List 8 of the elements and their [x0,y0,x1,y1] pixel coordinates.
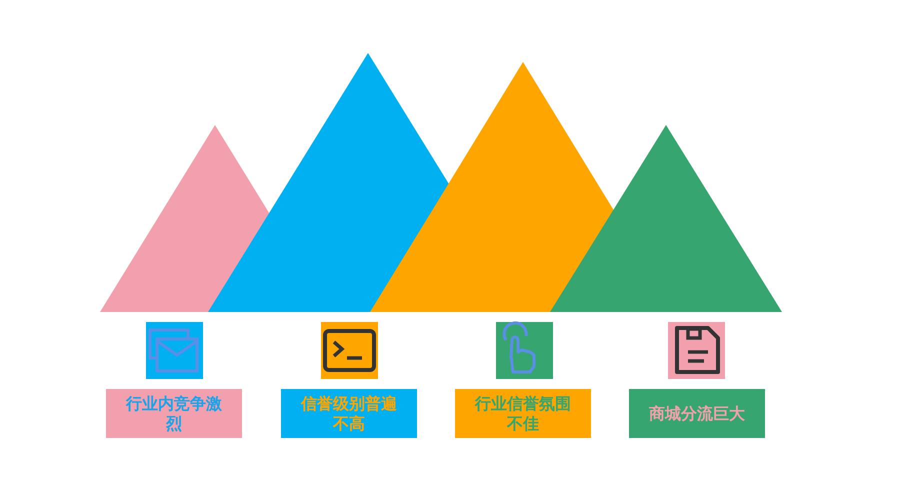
label-box [281,389,417,438]
label-box [455,389,591,438]
label-text: 行业信誉氛围不佳 [474,394,572,434]
label-box [106,389,242,438]
label-text: 行业内竞争激烈 [124,394,223,434]
label-text: 信誉级别普遍不高 [300,394,398,434]
label-box [629,389,765,438]
label-text: 商城分流巨大 [649,404,745,424]
